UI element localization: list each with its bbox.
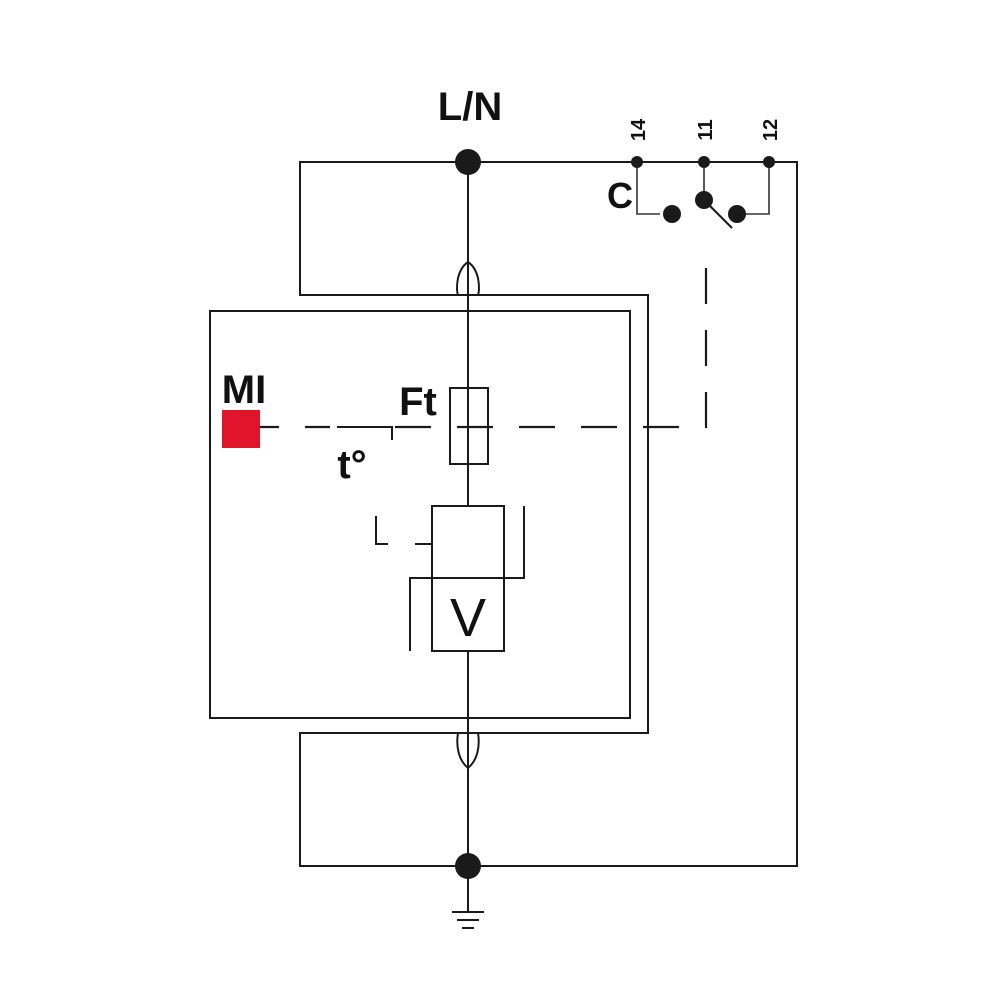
terminal-14-label: 14	[628, 118, 650, 141]
contact-nc-dot	[728, 205, 746, 223]
thermal-bracket	[375, 516, 388, 545]
upper-frame	[299, 161, 649, 867]
ground-icon	[452, 911, 484, 929]
contact-14-wire	[636, 162, 660, 215]
thermal-label: t°	[337, 443, 366, 487]
indicator-label: MI	[222, 368, 266, 412]
line-terminal-dot	[455, 149, 481, 175]
contact-12-wire	[745, 162, 770, 215]
terminal-12-label: 12	[760, 119, 782, 141]
terminal-11-dot	[698, 156, 710, 168]
mechanical-linkage	[243, 250, 708, 429]
varistor-block	[431, 577, 505, 652]
terminal-14-dot	[631, 156, 643, 168]
top-plug-contact	[456, 261, 480, 296]
contact-label: C	[607, 175, 633, 216]
terminal-top-label: L/N	[438, 85, 502, 129]
contact-common-dot	[695, 191, 713, 209]
inner-module-box	[209, 310, 631, 719]
terminal-11-label: 11	[695, 119, 717, 140]
indicator-window	[222, 410, 260, 448]
contact-no-dot	[663, 205, 681, 223]
varistor-right-bracket	[504, 506, 525, 579]
fuse-label: Ft	[399, 380, 437, 424]
bottom-plug-contact	[456, 732, 480, 769]
varistor-top-block	[431, 505, 505, 579]
terminal-12-dot	[763, 156, 775, 168]
varistor-left-bracket	[409, 577, 432, 651]
varistor-label: V	[450, 588, 486, 648]
thermal-switch	[337, 426, 393, 440]
right-return-wire	[470, 161, 798, 867]
